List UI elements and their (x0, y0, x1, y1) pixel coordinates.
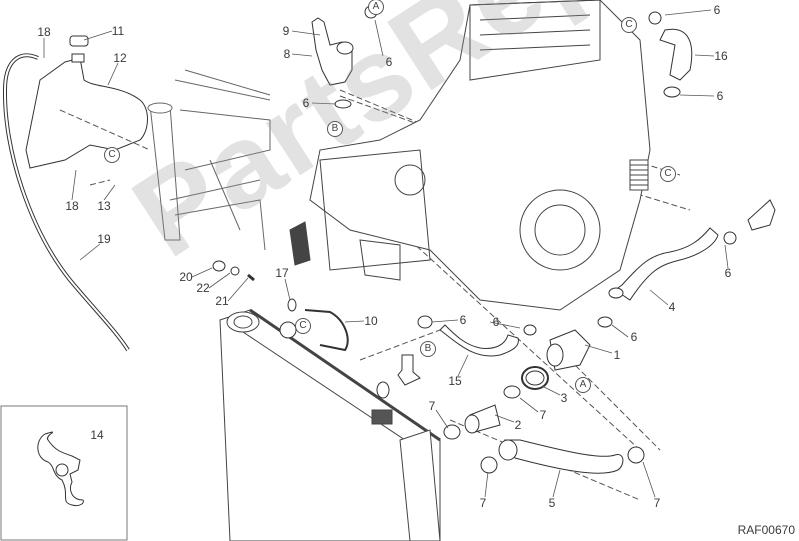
part-callout-3[interactable]: 3 (560, 391, 568, 405)
part-callout-6[interactable]: 6 (724, 266, 732, 280)
part-callout-7[interactable]: 7 (479, 496, 487, 510)
ref-marker-b: B (420, 341, 436, 357)
frame (147, 69, 271, 251)
part-callout-14[interactable]: 14 (90, 428, 104, 442)
part-callout-6[interactable]: 6 (716, 89, 724, 103)
hose-15 (439, 324, 519, 357)
part-callout-6[interactable]: 6 (385, 55, 393, 69)
part-callout-8[interactable]: 8 (283, 47, 291, 61)
part-callout-13[interactable]: 13 (97, 199, 111, 213)
part-callout-6[interactable]: 6 (713, 3, 721, 17)
part-callout-6[interactable]: 6 (302, 96, 310, 110)
part-callout-15[interactable]: 15 (448, 374, 462, 388)
part-callout-2[interactable]: 2 (514, 418, 522, 432)
part-callout-6[interactable]: 6 (492, 315, 500, 329)
ref-marker-c: C (621, 17, 637, 33)
expansion-tank (25, 57, 148, 169)
part-callout-18[interactable]: 18 (37, 25, 51, 39)
part-callout-7[interactable]: 7 (428, 399, 436, 413)
part-callout-6[interactable]: 6 (459, 313, 467, 327)
part-callout-9[interactable]: 9 (282, 24, 290, 38)
thermostat-housing (311, 17, 353, 86)
part-callout-22[interactable]: 22 (196, 281, 210, 295)
part-callout-19[interactable]: 19 (97, 232, 111, 246)
part-callout-11[interactable]: 11 (111, 24, 125, 38)
part-callout-20[interactable]: 20 (179, 270, 193, 284)
part-callout-17[interactable]: 17 (275, 266, 289, 280)
ref-marker-a: A (368, 0, 384, 15)
diagram-code: RAF00670 (737, 523, 795, 537)
ref-marker-a: A (575, 377, 591, 393)
radiator (219, 308, 441, 541)
engine (289, 0, 651, 311)
part-callout-18[interactable]: 18 (65, 199, 79, 213)
ref-marker-c: C (295, 318, 311, 334)
part-callout-21[interactable]: 21 (215, 294, 229, 308)
part-callout-6[interactable]: 6 (630, 330, 638, 344)
part-callout-7[interactable]: 7 (539, 408, 547, 422)
hose-16 (659, 28, 693, 81)
hose-10 (304, 309, 349, 352)
part-callout-5[interactable]: 5 (548, 496, 556, 510)
hose-5 (504, 439, 624, 474)
hose-4 (614, 227, 719, 301)
part-callout-12[interactable]: 12 (113, 51, 127, 65)
part-callout-1[interactable]: 1 (613, 348, 621, 362)
part-callout-10[interactable]: 10 (364, 314, 378, 328)
ref-marker-c: C (660, 166, 676, 182)
ref-marker-b: B (327, 121, 343, 137)
part-callout-4[interactable]: 4 (668, 300, 676, 314)
part-callout-16[interactable]: 16 (714, 49, 728, 63)
part-callout-7[interactable]: 7 (653, 496, 661, 510)
ref-marker-c: C (104, 147, 120, 163)
